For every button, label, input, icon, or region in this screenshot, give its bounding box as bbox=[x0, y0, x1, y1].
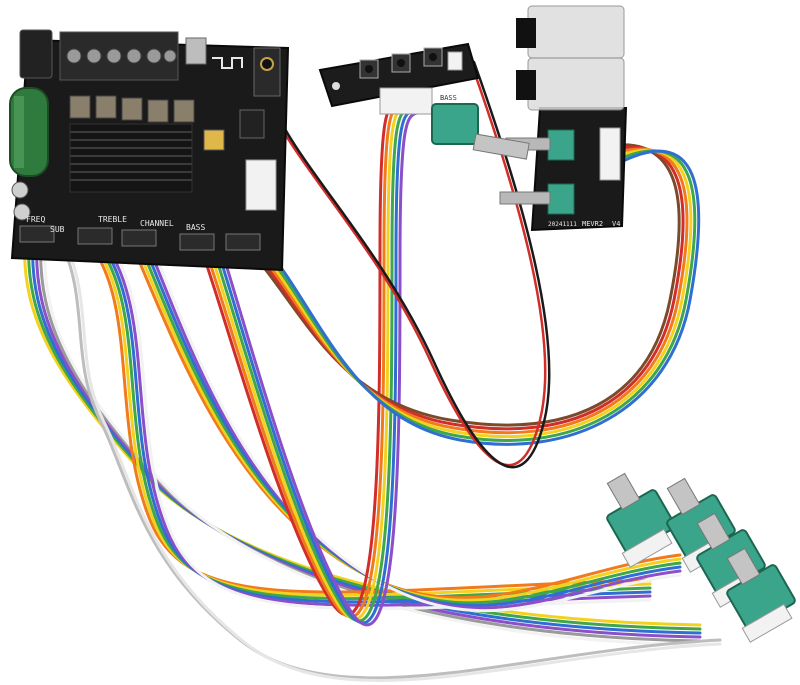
jack-board-code: 20241111 bbox=[548, 221, 577, 228]
ribbon-cable-c bbox=[128, 238, 682, 613]
silk-label-treble: TREBLE bbox=[98, 215, 127, 224]
quarter-inch-jacks bbox=[516, 5, 625, 111]
bass-pot-label: BASS bbox=[440, 94, 457, 102]
white-pin-header bbox=[245, 159, 277, 211]
ribbon-cable-a bbox=[23, 236, 702, 647]
heatsink bbox=[69, 123, 193, 193]
potentiometer-4 bbox=[726, 547, 796, 643]
ribbon-cables bbox=[23, 58, 722, 682]
ribbon-cable-d bbox=[198, 98, 427, 627]
inductor-row bbox=[69, 95, 195, 123]
silk-label-channel: CHANNEL bbox=[140, 219, 174, 228]
bass-pot-shaft bbox=[472, 133, 530, 160]
terminal-screws bbox=[66, 48, 177, 64]
small-capacitor bbox=[13, 203, 31, 221]
jack-board: MEVR2 V4 20241111 bbox=[499, 5, 628, 232]
tantalum-capacitor bbox=[203, 129, 225, 151]
tactile-buttons bbox=[359, 47, 443, 79]
small-capacitor bbox=[11, 181, 29, 199]
silk-label-sub: SUB bbox=[50, 225, 65, 234]
bass-potentiometer: BASS bbox=[379, 87, 530, 160]
jack-board-label: MEVR2 bbox=[582, 220, 603, 228]
dc-power-jack bbox=[19, 29, 53, 79]
jack-board-header bbox=[599, 127, 621, 181]
button-board-connector bbox=[447, 51, 463, 71]
usb-port bbox=[185, 37, 207, 65]
silk-label-bass: BASS bbox=[186, 223, 205, 232]
silk-label-freq: FREQ bbox=[26, 215, 45, 224]
potentiometer-group bbox=[606, 472, 796, 643]
button-board bbox=[318, 42, 480, 108]
aux-audio-jack bbox=[253, 47, 281, 97]
ribbon-cable-e bbox=[238, 143, 701, 446]
grey-cable-loop bbox=[58, 238, 722, 682]
antenna-trace bbox=[212, 57, 243, 69]
ic-chip bbox=[239, 109, 265, 139]
bottom-pin-headers bbox=[19, 225, 261, 251]
red-black-wire bbox=[270, 58, 551, 469]
bass-pot-connector bbox=[379, 87, 433, 115]
jack-board-version: V4 bbox=[612, 220, 620, 228]
potentiometer-1 bbox=[606, 472, 676, 568]
jack-board-pot bbox=[499, 183, 575, 215]
amplifier-board: FREQ SUB TREBLE CHANNEL BASS bbox=[9, 29, 290, 272]
bass-pot-body bbox=[431, 103, 479, 145]
